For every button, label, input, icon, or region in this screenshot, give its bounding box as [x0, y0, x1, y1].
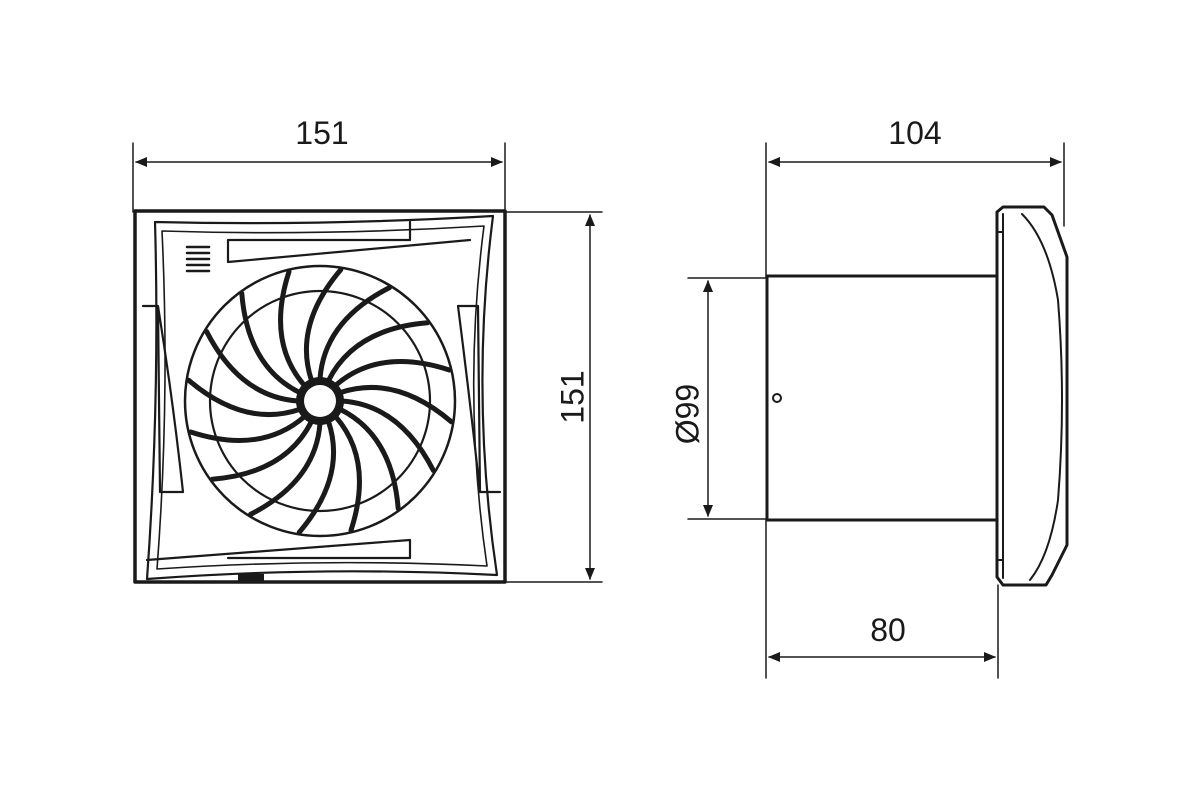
panel-side-curve — [1021, 213, 1063, 581]
front-panel-inner-face — [145, 214, 499, 581]
front-width-dimension: 151 — [132, 115, 506, 213]
impeller-blade — [337, 384, 454, 425]
side-diameter-label: Ø99 — [669, 384, 705, 444]
front-height-dimension: 151 — [504, 211, 603, 583]
impeller-blade — [303, 267, 344, 384]
front-panel-bevel — [156, 225, 488, 570]
switch-tab — [238, 574, 264, 582]
impeller-inner-ring — [208, 289, 432, 513]
front-width-label: 151 — [295, 115, 348, 151]
impeller-blade — [337, 406, 401, 512]
panel-side-profile — [995, 205, 1069, 587]
side-depth-label: 104 — [888, 115, 941, 151]
impeller-blade — [209, 418, 315, 482]
impeller-blade — [339, 398, 436, 473]
impeller-blade — [239, 290, 303, 396]
impeller-blade — [333, 414, 362, 533]
left-grille-slot — [141, 304, 185, 494]
duct-screw — [772, 393, 782, 403]
side-length-dimension: 80 — [765, 518, 999, 679]
impeller-blade — [248, 420, 323, 517]
impeller-blade — [325, 320, 431, 384]
side-depth-dimension: 104 — [765, 115, 1065, 279]
side-view: 104 Ø99 80 — [669, 115, 1069, 679]
side-diameter-dimension: Ø99 — [669, 277, 767, 520]
front-panel-outline — [133, 209, 507, 584]
front-view: 151 151 — [132, 115, 603, 584]
impeller-blade — [278, 269, 307, 388]
impeller-blade — [296, 418, 337, 535]
top-grille-slot — [226, 220, 472, 264]
impeller-hub — [304, 385, 336, 417]
side-length-label: 80 — [870, 612, 906, 648]
bottom-grille-slot — [145, 538, 412, 562]
impeller-blade — [188, 414, 307, 443]
impeller-blade — [317, 285, 392, 382]
impeller-outer-ring — [183, 264, 457, 538]
impeller-blade — [333, 359, 452, 388]
duct-body — [765, 274, 999, 522]
impeller-blade — [204, 329, 301, 404]
vent-indicator-icon — [185, 245, 211, 273]
panel-side-rear-lip — [996, 231, 1004, 561]
front-height-label: 151 — [554, 370, 590, 423]
right-grille-slot — [456, 304, 502, 494]
impeller-blades — [186, 267, 454, 535]
impeller-blade — [186, 377, 303, 418]
